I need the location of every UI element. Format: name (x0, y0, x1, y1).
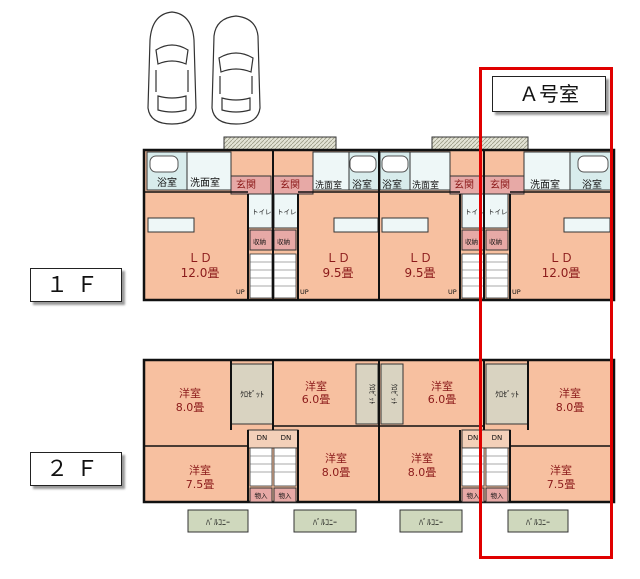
label-entrance: 玄関 (454, 178, 474, 191)
wash-a1 (186, 151, 232, 191)
room-size: 8.0畳 (176, 401, 205, 414)
ld-size: 9.5畳 (404, 266, 435, 280)
ld-size: 12.0畳 (181, 266, 220, 280)
label-storage: 収納 (465, 237, 478, 246)
room-label: 洋室 (411, 451, 433, 465)
wash-b2 (523, 151, 571, 191)
floor-label-2f: ２Ｆ (30, 452, 122, 486)
room-label: 洋室 (189, 463, 211, 477)
dn-label: DN (468, 434, 479, 442)
storage-label: 物入 (491, 491, 505, 500)
balcony-label: ﾊﾞﾙｺﾆｰ (419, 518, 443, 527)
room-size: 6.0畳 (302, 393, 331, 406)
ld-label: ＬＤ (408, 251, 432, 265)
room-label: 洋室 (431, 379, 453, 393)
room-label: 洋室 (305, 379, 327, 393)
label-toilet: トイレ (465, 208, 485, 216)
label-washroom: 洗面室 (530, 178, 560, 191)
car-icon (147, 11, 197, 125)
label-storage: 収納 (277, 237, 290, 246)
balcony-label: ﾊﾞﾙｺﾆｰ (526, 518, 550, 527)
label-up: UP (448, 288, 457, 296)
room-label: 洋室 (179, 386, 201, 400)
ld-label: ＬＤ (326, 251, 350, 265)
wash-a2 (312, 151, 350, 191)
label-up: UP (236, 288, 245, 296)
car-icon (211, 15, 261, 125)
label-washroom: 洗面室 (412, 179, 439, 191)
label-up: UP (512, 288, 521, 296)
label-bath: 浴室 (382, 178, 402, 191)
wash-b1 (409, 151, 451, 191)
label-bath: 浴室 (582, 178, 602, 191)
label-up: UP (300, 288, 309, 296)
dn-label: DN (257, 434, 268, 442)
label-entrance: 玄関 (280, 178, 300, 191)
room-size: 8.0畳 (322, 466, 351, 479)
closet-label: ｸﾛｾﾞｯﾄ (495, 390, 519, 399)
second-floor-labels: 洋室 8.0畳 洋室 6.0畳 洋室 6.0畳 洋室 8.0畳 洋室 7.5畳 … (176, 379, 585, 527)
unit-a-tag: Ａ号室 (492, 76, 606, 112)
closet-c (380, 363, 404, 425)
label-bath: 浴室 (157, 176, 177, 189)
label-entrance: 玄関 (490, 178, 510, 191)
storage-label: 物入 (467, 491, 481, 500)
closet-label: ｸﾛｾﾞｯﾄ (368, 384, 376, 405)
room-size: 6.0畳 (428, 393, 457, 406)
first-floor-labels: 浴室 洗面室 玄関 玄関 洗面室 浴室 浴室 洗面室 玄関 玄関 洗面室 浴室 … (157, 176, 602, 296)
unit-a-highlight (479, 67, 613, 559)
storage-label: 物入 (279, 491, 293, 500)
first-floor-plan (142, 148, 616, 302)
ld-label: ＬＤ (549, 251, 573, 265)
room-size: 7.5畳 (547, 478, 576, 491)
storage-label: 物入 (255, 491, 269, 500)
label-washroom: 洗面室 (315, 179, 342, 191)
ld-size: 12.0畳 (542, 266, 581, 280)
label-toilet: トイレ (488, 208, 508, 216)
balconies (187, 509, 569, 533)
room-label: 洋室 (325, 451, 347, 465)
balcony-label: ﾊﾞﾙｺﾆｰ (313, 518, 337, 527)
room-size: 8.0畳 (408, 466, 437, 479)
dn-label: DN (281, 434, 292, 442)
label-storage: 収納 (253, 237, 266, 246)
label-washroom: 洗面室 (190, 176, 220, 189)
floor-label-1f: １Ｆ (30, 268, 122, 302)
closet-d (485, 363, 529, 425)
room-label: 洋室 (559, 386, 581, 400)
closet-label: ｸﾛｾﾞｯﾄ (390, 384, 398, 405)
ld-label: ＬＤ (188, 251, 212, 265)
room-label: 洋室 (550, 463, 572, 477)
closet-a (230, 363, 274, 425)
ld-size: 9.5畳 (322, 266, 353, 280)
label-toilet: トイレ (277, 208, 297, 216)
room-size: 7.5畳 (186, 478, 215, 491)
closet-label: ｸﾛｾﾞｯﾄ (240, 390, 264, 399)
label-bath: 浴室 (352, 178, 372, 191)
label-storage: 収納 (489, 237, 502, 246)
balcony-label: ﾊﾞﾙｺﾆｰ (206, 518, 230, 527)
room-size: 8.0畳 (556, 401, 585, 414)
label-entrance: 玄関 (236, 178, 256, 191)
second-floor-plan (142, 358, 616, 504)
dn-label: DN (492, 434, 503, 442)
label-toilet: トイレ (252, 208, 272, 216)
